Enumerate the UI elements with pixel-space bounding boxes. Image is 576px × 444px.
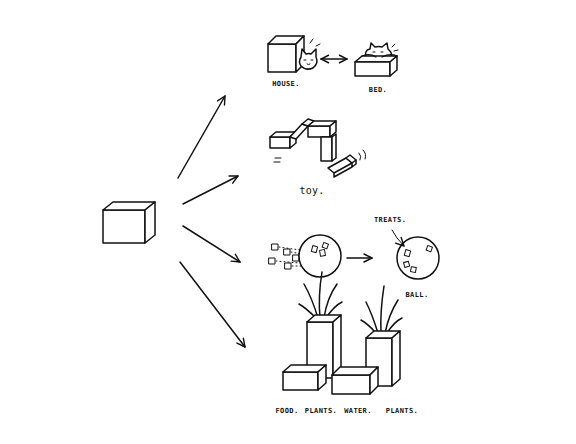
bed-box-with-cat bbox=[355, 43, 398, 76]
block-face bbox=[321, 137, 332, 161]
treat-cube bbox=[320, 250, 326, 257]
callout-label: TREATS. bbox=[374, 216, 406, 225]
treat-cube bbox=[411, 267, 417, 273]
flow-arrow bbox=[347, 257, 372, 259]
ball bbox=[397, 237, 439, 279]
treat-cube bbox=[426, 245, 432, 251]
treat-cubes bbox=[269, 244, 299, 269]
motion-mark bbox=[310, 39, 320, 46]
branch-arrow bbox=[180, 262, 245, 347]
ball bbox=[299, 235, 341, 277]
box-face bbox=[355, 62, 390, 76]
motion-dots bbox=[276, 247, 301, 266]
plant-leaves bbox=[361, 286, 402, 333]
treat-cube bbox=[285, 263, 291, 269]
treat-cube bbox=[272, 244, 278, 250]
plant-leaves bbox=[299, 272, 342, 318]
plant-item: PLANTS. bbox=[300, 270, 342, 418]
motion-dots bbox=[279, 247, 300, 250]
toy-block-snake bbox=[270, 119, 366, 177]
branch-arrows bbox=[178, 96, 245, 347]
box-face bbox=[370, 367, 378, 394]
toy-item: toy. bbox=[265, 115, 363, 200]
cube-face bbox=[145, 202, 155, 243]
item-caption: BED. bbox=[369, 86, 387, 95]
motion-mark bbox=[392, 44, 398, 51]
ball-item: BALL. bbox=[395, 234, 443, 302]
cat-face bbox=[304, 60, 313, 65]
block-face bbox=[290, 124, 308, 139]
treat-cube bbox=[404, 250, 410, 257]
item-caption: BALL. bbox=[405, 291, 428, 300]
block-face bbox=[332, 134, 336, 161]
treat-cubes bbox=[404, 245, 433, 272]
plant-item: PLANTS. bbox=[376, 280, 424, 418]
box-face bbox=[392, 331, 400, 386]
box-face bbox=[268, 44, 296, 72]
treat-cube bbox=[311, 246, 317, 253]
cat-face bbox=[373, 52, 383, 53]
box-face bbox=[390, 56, 397, 76]
source-cube bbox=[103, 202, 155, 243]
item-caption: PLANTS. bbox=[386, 407, 418, 416]
branch-arrow bbox=[183, 176, 238, 204]
treat-cubes bbox=[311, 242, 328, 256]
branch-arrow bbox=[183, 226, 240, 262]
item-caption: HOUSE. bbox=[272, 80, 300, 89]
motion-mark bbox=[359, 150, 366, 160]
item-caption: PLANTS. bbox=[305, 407, 337, 416]
motion-dots bbox=[276, 261, 299, 263]
cube-face bbox=[103, 210, 145, 243]
box-face bbox=[332, 375, 370, 394]
block-face bbox=[270, 137, 290, 148]
item-caption: FOOD. bbox=[275, 407, 298, 416]
swap-arrow bbox=[321, 58, 347, 60]
leader-line bbox=[392, 230, 404, 246]
item-caption: WATER. bbox=[344, 407, 372, 416]
treat-cube bbox=[269, 258, 275, 264]
treat-cube bbox=[293, 255, 299, 261]
house-item: HOUSE. bbox=[262, 28, 318, 90]
box-face bbox=[318, 365, 326, 390]
treats-into-ball bbox=[269, 230, 439, 279]
cat-head bbox=[300, 49, 318, 69]
block-face bbox=[308, 126, 330, 137]
motion-dots bbox=[292, 266, 301, 267]
water-item: WATER. bbox=[338, 362, 380, 418]
block-face bbox=[334, 160, 356, 177]
item-caption: toy. bbox=[300, 186, 325, 195]
motion-mark bbox=[274, 158, 281, 162]
block-face bbox=[346, 155, 356, 163]
treat-cube bbox=[404, 261, 410, 267]
box-face bbox=[283, 372, 318, 390]
house-box-with-cat bbox=[268, 36, 320, 72]
plant-boxes bbox=[283, 272, 402, 394]
treat-cube bbox=[322, 242, 328, 248]
treat-cube bbox=[284, 249, 290, 255]
cat-body bbox=[362, 55, 397, 57]
bed-item: BED. bbox=[350, 28, 400, 90]
branch-arrow bbox=[178, 96, 225, 178]
